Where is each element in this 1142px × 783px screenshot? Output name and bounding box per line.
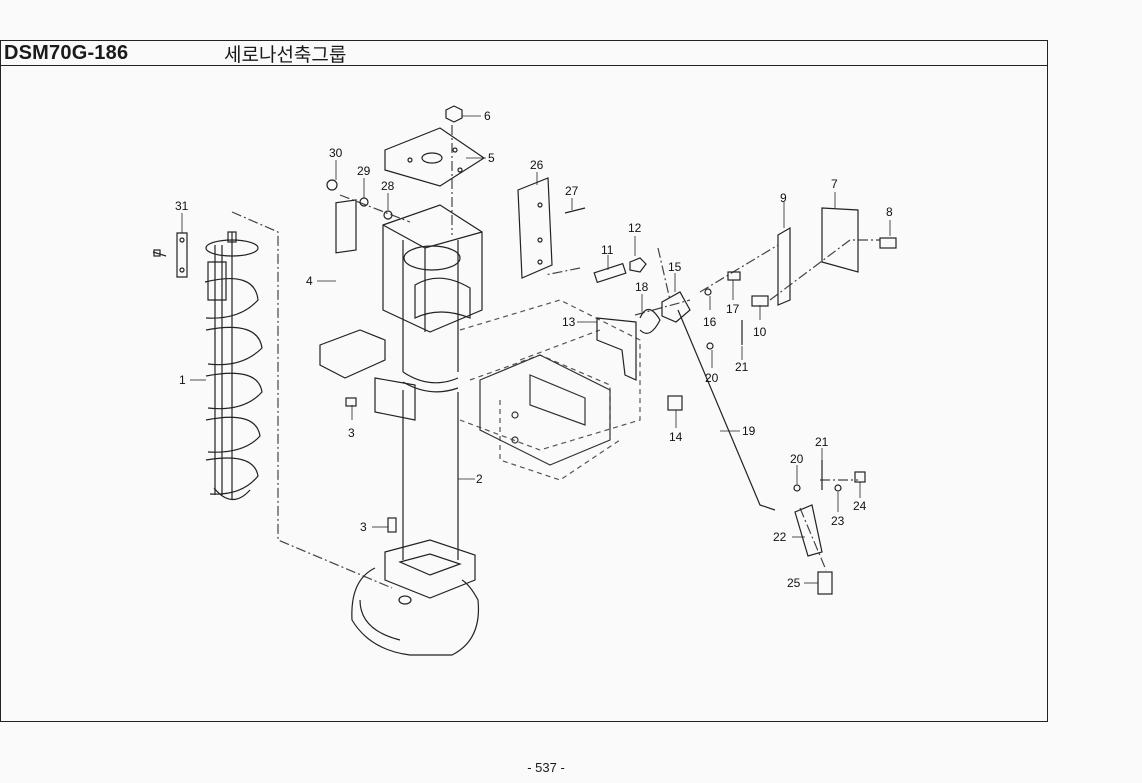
- callout-14: 14: [669, 430, 683, 444]
- callout-5: 5: [488, 151, 495, 165]
- callout-21b: 21: [815, 435, 829, 449]
- callout-7: 7: [831, 177, 838, 191]
- title-bar: [0, 40, 1048, 66]
- callout-18: 18: [635, 280, 649, 294]
- callout-26: 26: [530, 158, 544, 172]
- page-number-text: - 537 -: [527, 760, 565, 775]
- callout-22: 22: [773, 530, 787, 544]
- callout-13: 13: [562, 315, 576, 329]
- callout-30: 30: [329, 146, 343, 160]
- upper-housing: [382, 204, 483, 333]
- callout-25: 25: [787, 576, 801, 590]
- frame-box: [479, 354, 611, 466]
- callout-12: 12: [628, 221, 642, 235]
- callout-31: 31: [175, 199, 189, 213]
- callout-11: 11: [601, 243, 614, 257]
- base-gearbox: [351, 539, 480, 656]
- callout-4: 4: [306, 274, 313, 288]
- callout-8: 8: [886, 205, 893, 219]
- callout-16: 16: [703, 315, 717, 329]
- page-number: - 537 -: [0, 760, 1142, 775]
- callout-20b: 20: [790, 452, 804, 466]
- assembly-axis-lines: [231, 125, 880, 589]
- callout-3b: 3: [360, 520, 367, 534]
- callout-21a: 21: [735, 360, 749, 374]
- callout-29: 29: [357, 164, 371, 178]
- callout-19: 19: [742, 424, 756, 438]
- callout-24: 24: [853, 499, 867, 513]
- group-name: 세로나선축그룹: [224, 44, 347, 66]
- callout-10: 10: [753, 325, 767, 339]
- callout-leaders: [181, 115, 891, 584]
- callout-15: 15: [668, 260, 682, 274]
- callout-23: 23: [831, 514, 845, 528]
- callout-3a: 3: [348, 426, 355, 440]
- callout-1: 1: [179, 373, 186, 387]
- frame-structure: [459, 299, 641, 481]
- callout-17: 17: [726, 302, 740, 316]
- callout-2: 2: [476, 472, 483, 486]
- callout-20a: 20: [705, 371, 719, 385]
- callout-6: 6: [484, 109, 491, 123]
- auger-screw: [204, 231, 263, 501]
- callout-28: 28: [381, 179, 395, 193]
- callout-9: 9: [780, 191, 787, 205]
- drawing-frame: [0, 40, 1048, 722]
- part-code: DSM70G-186: [4, 42, 129, 64]
- small-parts: [319, 177, 897, 595]
- callout-27: 27: [565, 184, 579, 198]
- callout-numbers: 1 2 3 3 4 5 6 7 8 9 10 11 12 13 14 15 16…: [175, 109, 893, 590]
- top-plate-5: [384, 105, 486, 187]
- vertical-column-tube: [402, 240, 459, 560]
- bracket-31: [152, 232, 227, 301]
